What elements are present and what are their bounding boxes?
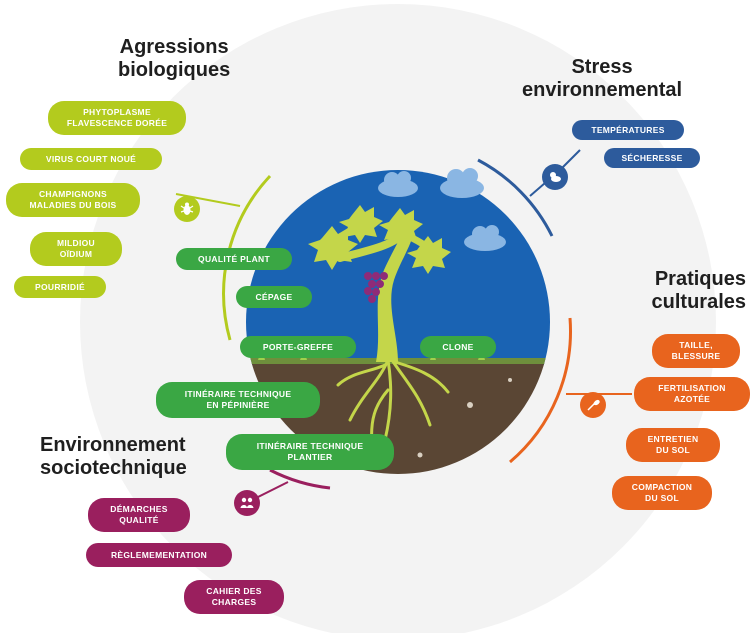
clouds [378, 168, 506, 251]
cloud [440, 168, 484, 198]
pill-champignons: CHAMPIGNONS MALADIES DU BOIS [6, 183, 140, 217]
vine-trunk [376, 228, 414, 362]
grape-bunch [364, 272, 388, 303]
cloud [378, 171, 418, 197]
vine-leaves [308, 205, 451, 274]
pill-entretien-sol: ENTRETIEN DU SOL [626, 428, 720, 462]
bug-icon [174, 196, 200, 222]
pill-porte-greffe: PORTE-GREFFE [240, 336, 356, 358]
heading-sociotechnique: Environnement sociotechnique [40, 434, 187, 479]
pill-itineraire-pepiniere: ITINÉRAIRE TECHNIQUE EN PÉPINIÈRE [156, 382, 320, 418]
pill-clone: CLONE [420, 336, 496, 358]
pill-reglementation: RÈGLEMEMENTATION [86, 543, 232, 567]
pebble [508, 378, 512, 382]
pill-secheresse: SÉCHERESSE [604, 148, 700, 168]
pill-pourridie: POURRIDIÉ [14, 276, 106, 298]
pruning-icon [580, 392, 606, 418]
heading-biologiques: Agressions biologiques [118, 36, 231, 81]
pill-demarches-qualite: DÉMARCHES QUALITÉ [88, 498, 190, 532]
heading-stress: Stress environnemental [522, 56, 683, 101]
pill-fertilisation: FERTILISATION AZOTÉE [634, 377, 750, 411]
heading-pratiques: Pratiques culturales [651, 268, 746, 313]
pill-virus-court-noue: VIRUS COURT NOUÉ [20, 148, 162, 170]
pill-cepage: CÉPAGE [236, 286, 312, 308]
pill-cahier-des-charges: CAHIER DES CHARGES [184, 580, 284, 614]
pill-temperatures: TEMPÉRATURES [572, 120, 684, 140]
ground-line [246, 358, 550, 364]
arc-sociotechnique [269, 468, 331, 490]
pill-phytoplasme: PHYTOPLASME FLAVESCENCE DORÉE [48, 101, 186, 135]
pill-compaction-sol: COMPACTION DU SOL [612, 476, 712, 510]
weather-icon [542, 164, 568, 190]
cloud [464, 225, 506, 251]
pebble [467, 402, 473, 408]
pebble [417, 452, 423, 458]
pill-qualite-plant: QUALITÉ PLANT [176, 248, 292, 270]
pill-mildiou: MILDIOU OÏDIUM [30, 232, 122, 266]
pill-itineraire-plantier: ITINÉRAIRE TECHNIQUE PLANTIER [226, 434, 394, 470]
arc-pratiques [509, 317, 572, 464]
people-icon [234, 490, 260, 516]
arc-stress [477, 158, 554, 237]
pill-taille-blessure: TAILLE, BLESSURE [652, 334, 740, 368]
